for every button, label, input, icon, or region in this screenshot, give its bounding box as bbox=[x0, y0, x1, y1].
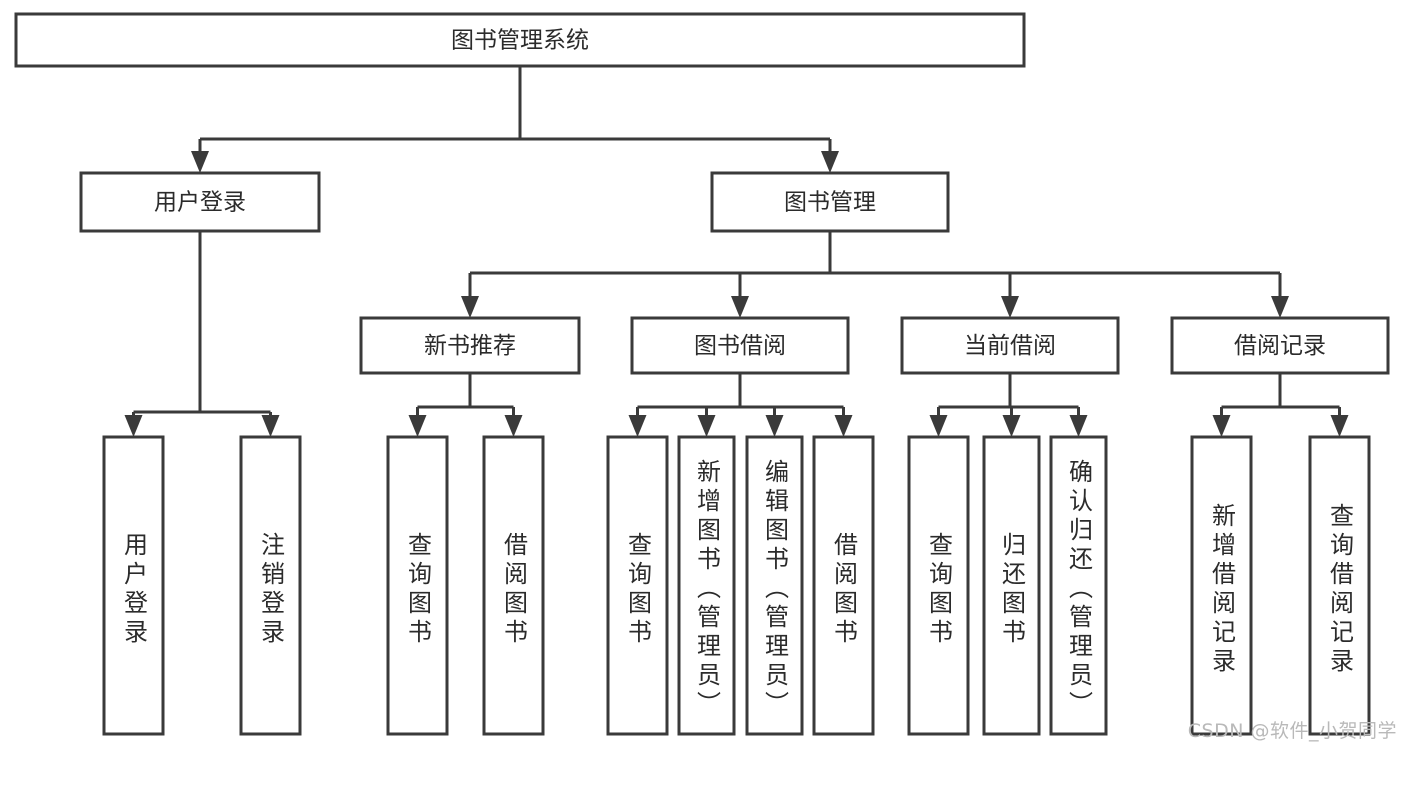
connector-group-bookmgmt bbox=[461, 231, 1289, 318]
watermark-text: CSDN @软件_小贺同学 bbox=[1187, 720, 1397, 742]
node-box-r_query[interactable] bbox=[1308, 435, 1371, 736]
arrow-head-icon bbox=[504, 415, 523, 437]
arrow-head-icon bbox=[191, 151, 209, 173]
node-label-bookmgmt: 图书管理 bbox=[784, 190, 876, 216]
arrow-head-icon bbox=[1069, 415, 1088, 437]
node-label-login: 用户登录 bbox=[154, 190, 246, 216]
connector-group-newrec bbox=[408, 373, 523, 437]
arrow-head-icon bbox=[697, 415, 716, 437]
arrow-head-icon bbox=[1330, 415, 1349, 437]
arrow-head-icon bbox=[461, 296, 479, 318]
node-box-l_login[interactable] bbox=[102, 435, 165, 736]
arrow-head-icon bbox=[731, 296, 749, 318]
node-box-b_borrow[interactable] bbox=[812, 435, 875, 736]
node-label-root: 图书管理系统 bbox=[451, 28, 589, 54]
arrow-head-icon bbox=[929, 415, 948, 437]
node-box-login[interactable] bbox=[79, 171, 321, 233]
node-box-r_add[interactable] bbox=[1190, 435, 1253, 736]
arrow-head-icon bbox=[1001, 296, 1019, 318]
connector-group-login bbox=[124, 231, 280, 437]
node-box-newrec[interactable] bbox=[359, 316, 581, 375]
arrow-head-icon bbox=[765, 415, 784, 437]
flowchart-diagram: 图书管理系统用户登录图书管理新书推荐图书借阅当前借阅借阅记录 用户登录注销登录查… bbox=[14, 12, 1397, 742]
connector-layer bbox=[124, 66, 1349, 437]
node-box-b_add[interactable] bbox=[677, 435, 736, 736]
node-label-borrow: 图书借阅 bbox=[694, 333, 786, 359]
node-box-borrow[interactable] bbox=[630, 316, 850, 375]
node-box-current[interactable] bbox=[900, 316, 1120, 375]
node-box-records[interactable] bbox=[1170, 316, 1390, 375]
connector-group-current bbox=[929, 373, 1088, 437]
node-label-records: 借阅记录 bbox=[1234, 333, 1326, 359]
node-box-n_query[interactable] bbox=[386, 435, 449, 736]
node-box-bookmgmt[interactable] bbox=[710, 171, 950, 233]
arrow-head-icon bbox=[628, 415, 647, 437]
arrow-head-icon bbox=[1271, 296, 1289, 318]
arrow-head-icon bbox=[124, 415, 143, 437]
node-label-current: 当前借阅 bbox=[964, 333, 1056, 359]
node-box-l_logout[interactable] bbox=[239, 435, 302, 736]
arrow-head-icon bbox=[1212, 415, 1231, 437]
arrow-head-icon bbox=[821, 151, 839, 173]
connector-group-borrow bbox=[628, 373, 853, 437]
connector-group-root bbox=[191, 66, 839, 173]
node-box-b_query[interactable] bbox=[606, 435, 669, 736]
node-box-c_confirm[interactable] bbox=[1049, 435, 1108, 736]
arrow-head-icon bbox=[261, 415, 280, 437]
node-box-c_return[interactable] bbox=[982, 435, 1041, 736]
arrow-head-icon bbox=[834, 415, 853, 437]
connector-group-records bbox=[1212, 373, 1349, 437]
node-box-root[interactable] bbox=[14, 12, 1026, 68]
node-box-b_edit[interactable] bbox=[745, 435, 804, 736]
node-box-c_query[interactable] bbox=[907, 435, 970, 736]
node-label-newrec: 新书推荐 bbox=[424, 333, 516, 359]
arrow-head-icon bbox=[1002, 415, 1021, 437]
node-box-n_borrow[interactable] bbox=[482, 435, 545, 736]
arrow-head-icon bbox=[408, 415, 427, 437]
